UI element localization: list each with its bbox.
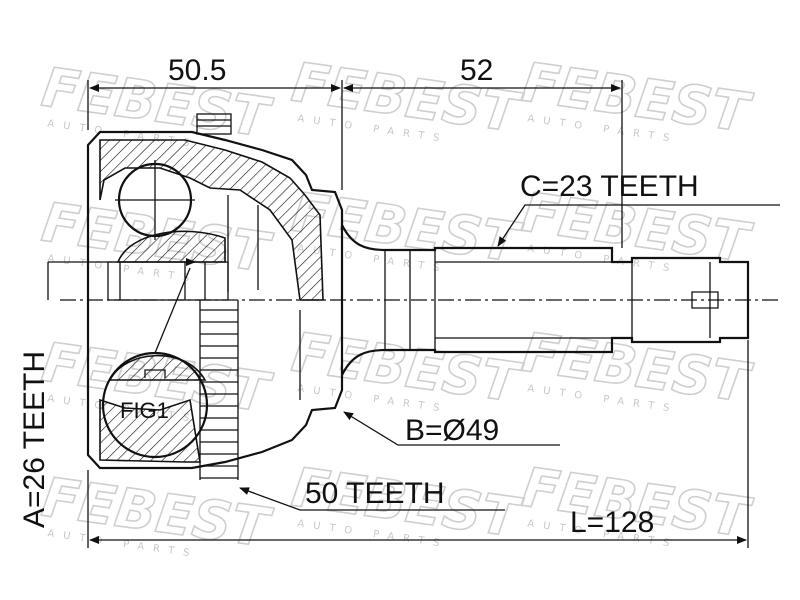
watermark-logo: FEBEST AUTO PARTS [287,180,527,276]
dimension-joint-length: 50.5 [87,54,343,190]
boot-clamp-tab [196,113,232,135]
fig1-detail: FIG1 [101,267,209,459]
dimension-label-total-length: L=128 [570,506,654,539]
dimension-label-joint-length: 50.5 [168,54,226,87]
callout-shaft-spline: C=23 TEETH [497,170,780,247]
watermark-logo: FEBEST AUTO PARTS [517,320,757,416]
callout-label-outer-diameter: B=Ø49 [405,414,499,447]
fig1-label: FIG1 [120,398,169,423]
dimension-shaft-length: 52 [343,54,623,248]
watermark-logo: FEBEST AUTO PARTS [37,465,277,561]
axle-shaft [341,224,750,376]
fig1-leader-line [154,267,191,354]
dimension-total-length: L=128 [87,340,749,548]
dimension-label-shaft-length: 52 [460,54,493,87]
callout-label-shaft-spline: C=23 TEETH [520,170,699,203]
callout-inner-spline: A=26 TEETH [18,258,196,528]
cotter-pin-hole [691,291,719,309]
watermark-logo: FEBEST AUTO PARTS [517,50,757,146]
abs-tone-ring [199,300,239,480]
callout-abs-ring: 50 TEETH [239,477,505,511]
callout-label-abs-ring: 50 TEETH [305,477,445,510]
callout-label-inner-spline: A=26 TEETH [18,351,51,528]
callout-outer-diameter: B=Ø49 [343,411,560,447]
inner-race [116,230,226,263]
